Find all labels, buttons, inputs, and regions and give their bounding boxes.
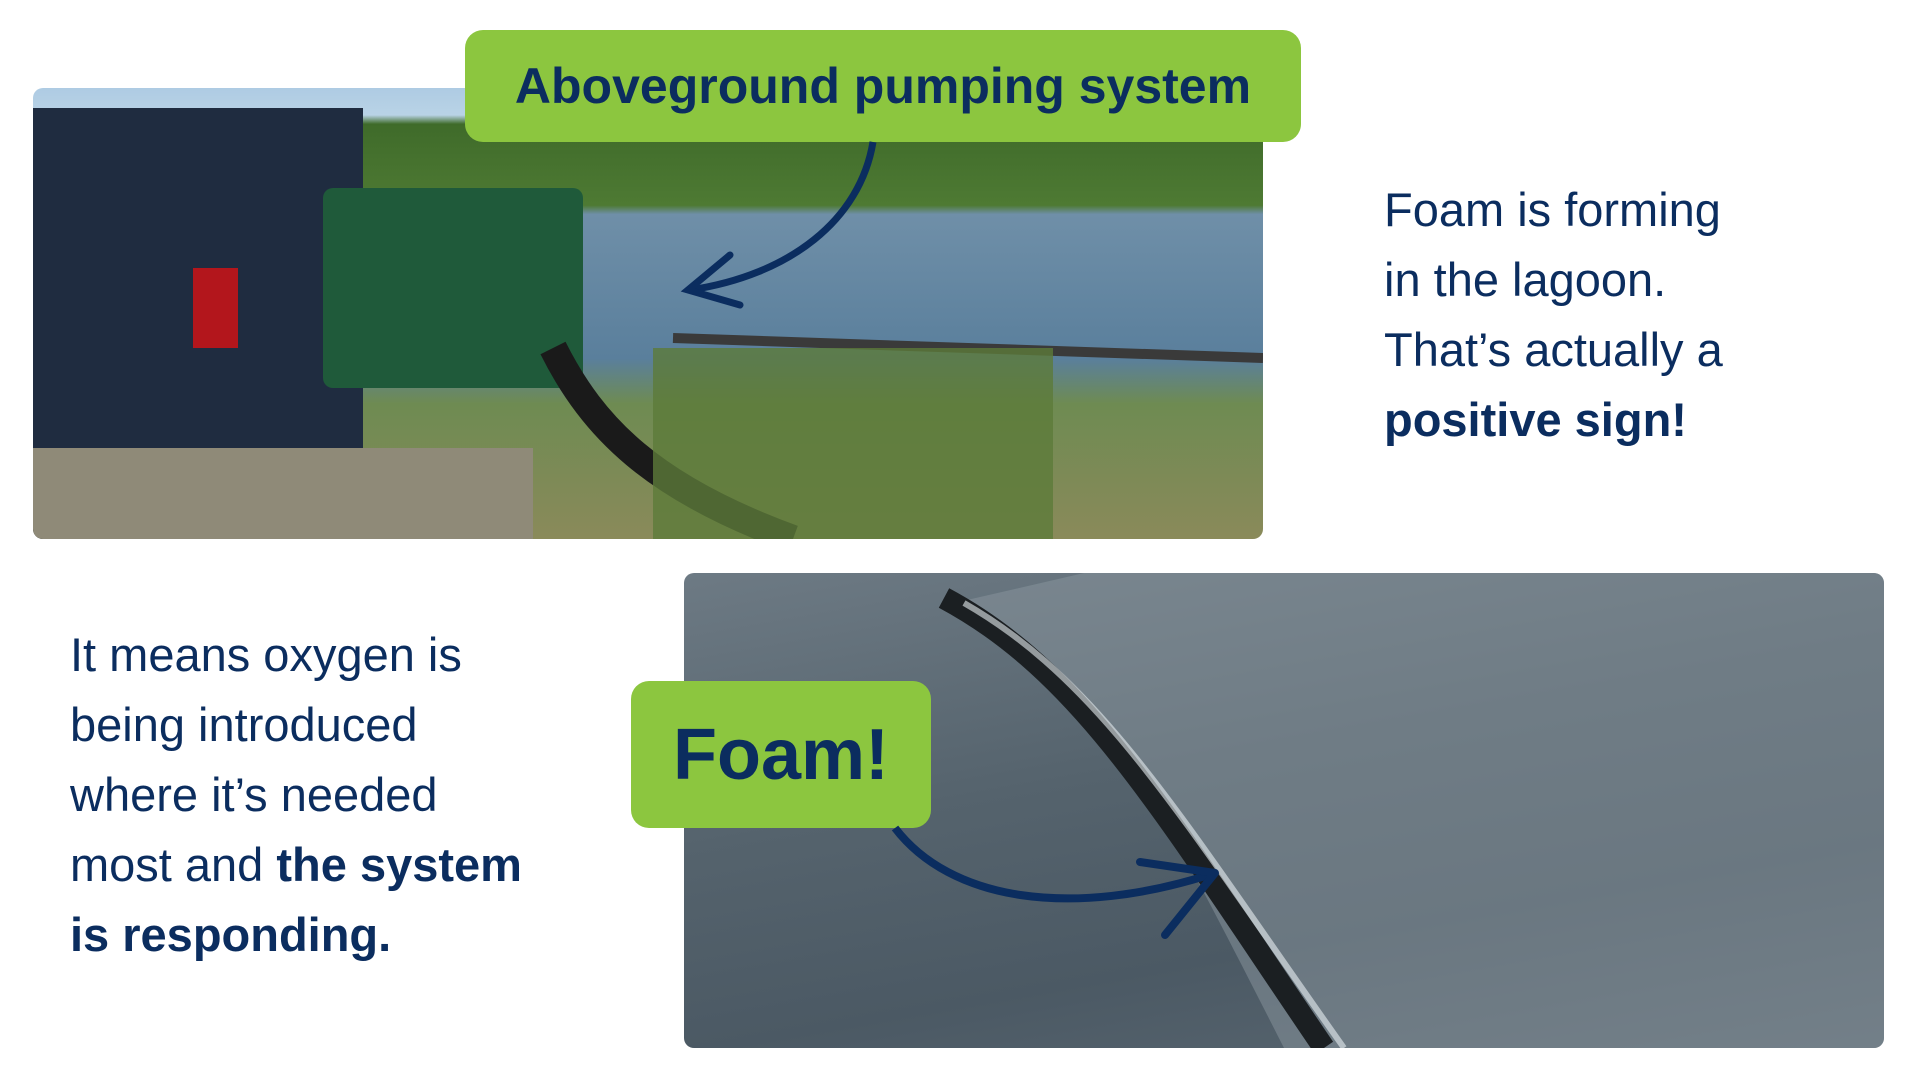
foam-area	[954, 573, 1884, 1048]
text-line: in the lagoon.	[1384, 253, 1667, 306]
pumping-system-photo	[33, 88, 1263, 539]
text-bold-line: is responding.	[70, 908, 392, 961]
text-line: It means oxygen is	[70, 628, 462, 681]
aeration-pipe	[938, 588, 1334, 1048]
foam-label: Foam!	[631, 681, 931, 828]
foam-explanation-text: Foam is forming in the lagoon. That’s ac…	[1384, 175, 1723, 455]
text-line: being introduced	[70, 698, 418, 751]
photo-scene-shapes-bottom	[938, 573, 1884, 1048]
aboveground-pumping-label: Aboveground pumping system	[465, 30, 1301, 142]
text-bold: the system	[276, 838, 522, 891]
text-line: where it’s needed	[70, 768, 438, 821]
foam-line	[962, 600, 1347, 1048]
text-line: Foam is forming	[1384, 183, 1721, 236]
truck-taillight	[193, 268, 238, 348]
text-line: most and	[70, 838, 277, 891]
lagoon-foam-photo	[684, 573, 1884, 1048]
photo-scene-shapes	[33, 108, 1263, 539]
text-line: That’s actually a	[1384, 323, 1723, 376]
pump-unit	[323, 188, 583, 388]
oxygen-explanation-text: It means oxygen is being introduced wher…	[70, 620, 522, 970]
vegetation	[653, 348, 1053, 539]
text-bold-line: positive sign!	[1384, 393, 1687, 446]
gravel-road	[33, 448, 533, 539]
